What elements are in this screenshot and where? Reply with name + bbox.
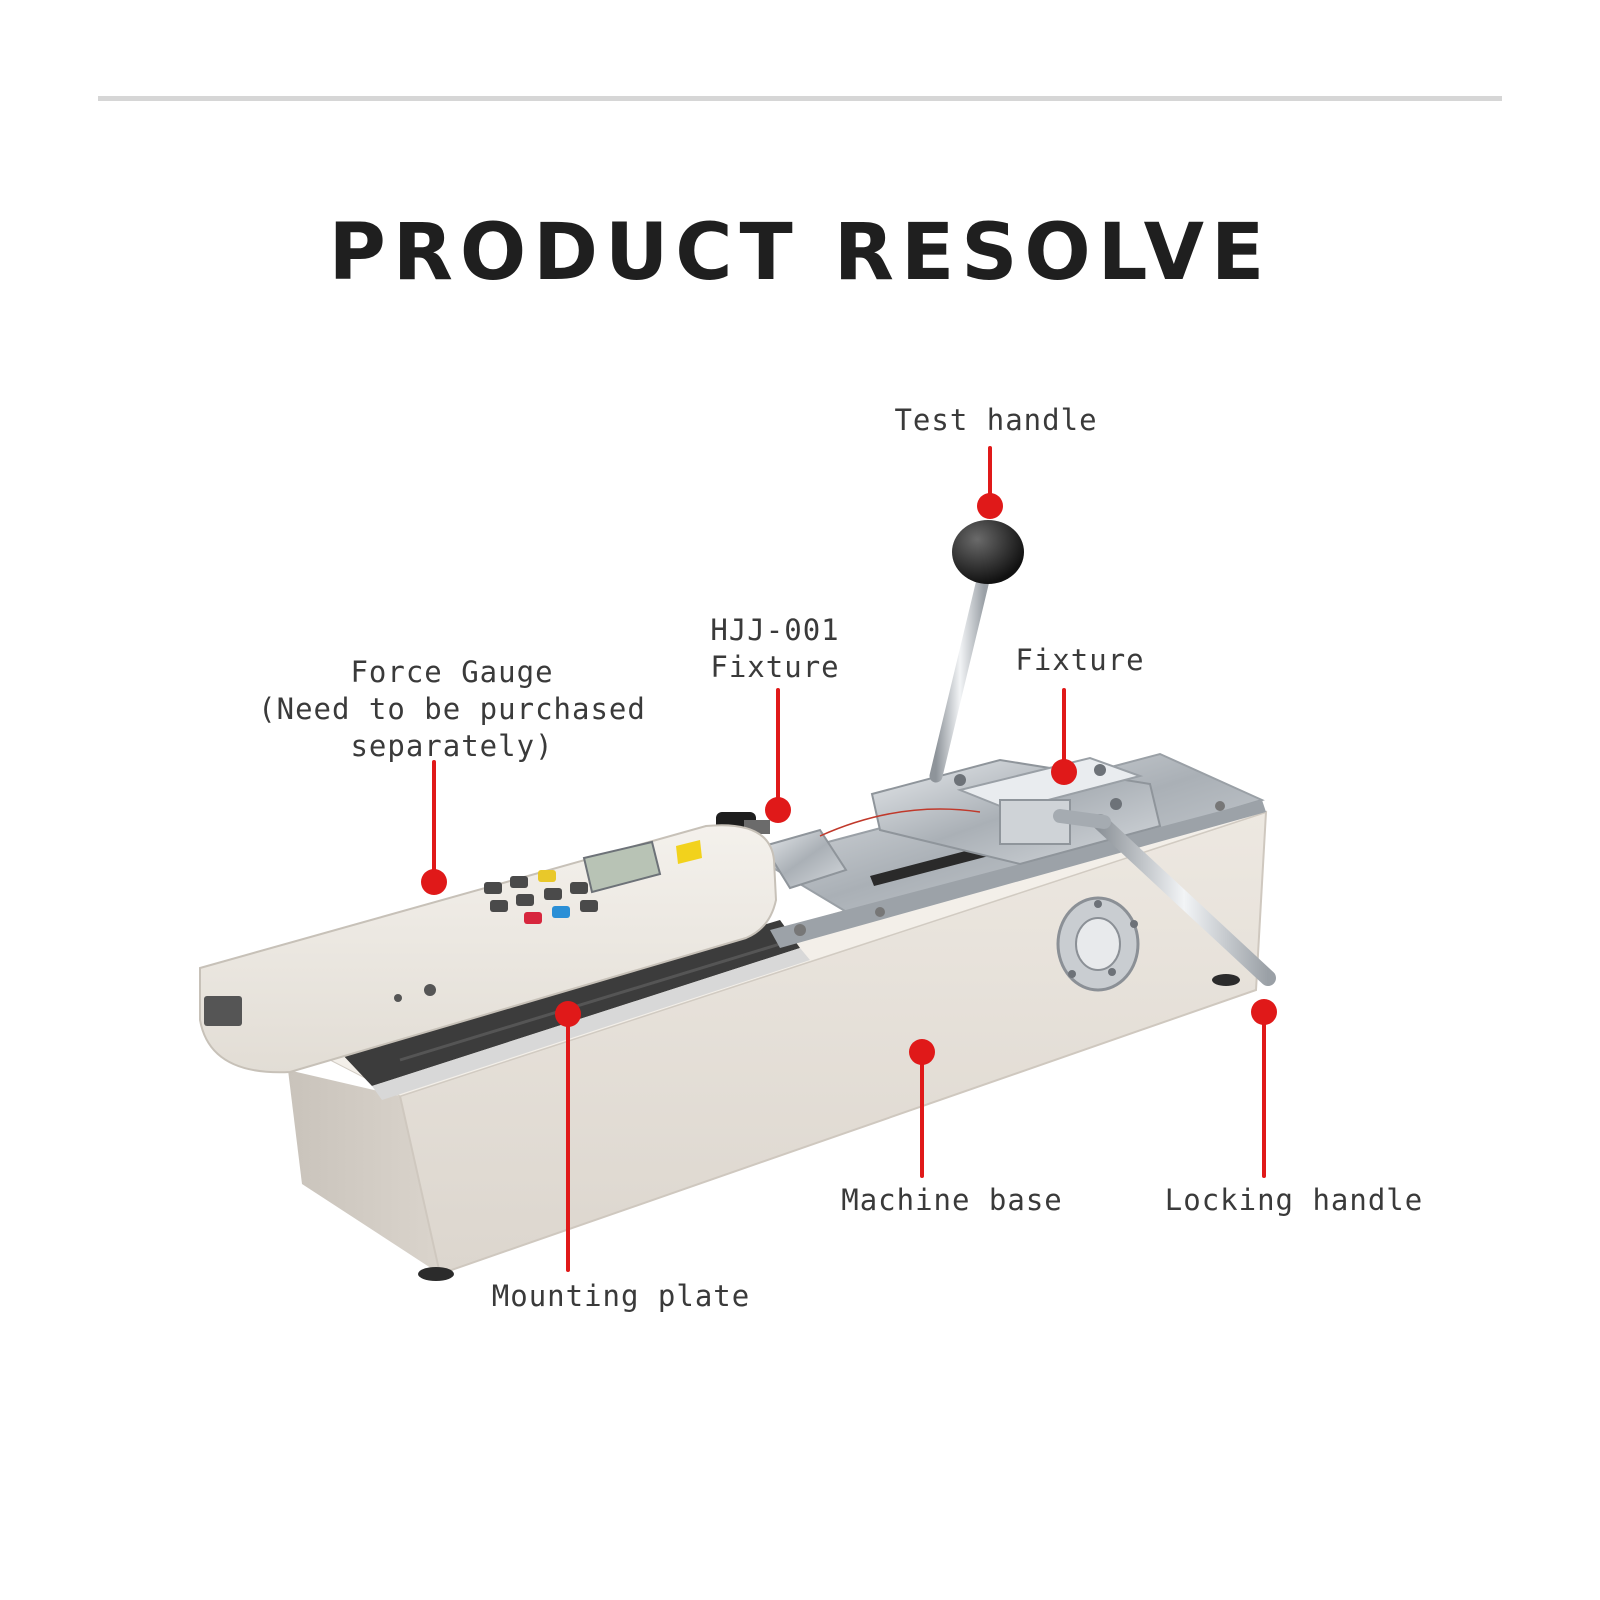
label-test-handle: Test handle: [894, 403, 1098, 437]
top-divider: [98, 96, 1502, 101]
page-title: PRODUCT RESOLVE: [328, 208, 1272, 298]
hjj-fixture: [716, 812, 848, 890]
force-gauge: [199, 824, 778, 1074]
label-mounting-plate: Mounting plate: [491, 1279, 751, 1313]
machine-base-end: [288, 1070, 440, 1274]
marker-fixture: [1051, 759, 1077, 785]
label-fixture: Fixture: [1015, 643, 1145, 677]
marker-mounting-plate: [555, 1001, 581, 1027]
locking-handle: [1053, 809, 1276, 986]
usb-port: [204, 996, 242, 1026]
marker-machine-base: [909, 1039, 935, 1065]
marker-locking-handle: [1251, 999, 1277, 1025]
locking-wheel: [1056, 896, 1140, 992]
label-force-gauge: Force Gauge (Need to be purchased separa…: [258, 655, 646, 763]
marker-force-gauge: [421, 869, 447, 895]
label-locking-handle: Locking handle: [1164, 1183, 1424, 1217]
label-hjj-fixture: HJJ-001 Fixture: [710, 613, 840, 684]
test-handle: [929, 520, 1024, 783]
marker-test-handle: [977, 493, 1003, 519]
marker-hjj-fixture: [765, 797, 791, 823]
fixture-block: [819, 756, 1162, 866]
callout-leaders: [432, 446, 1266, 1272]
callout-markers: [421, 493, 1277, 1065]
label-machine-base: Machine base: [841, 1183, 1063, 1217]
keypad: [484, 870, 598, 924]
